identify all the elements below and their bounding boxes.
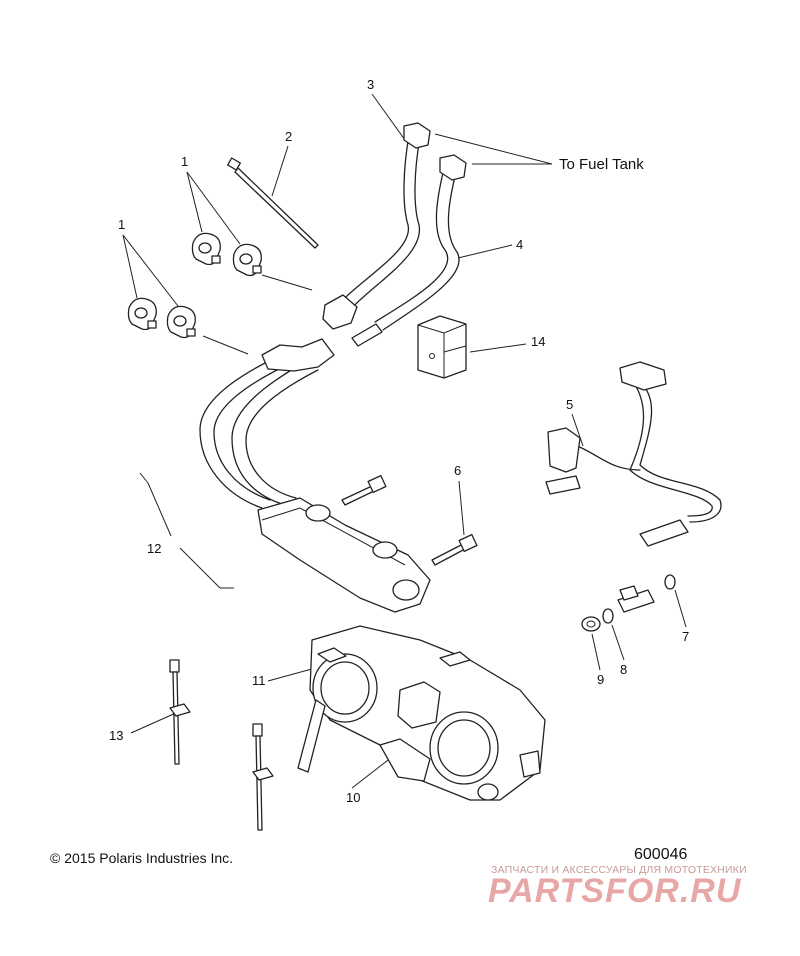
watermark-subtitle: ЗАПЧАСТИ И АКСЕССУАРЫ ДЛЯ МОТОТЕХНИКИ	[491, 864, 747, 876]
callout-14: 14	[531, 334, 545, 349]
fuel-line-3	[322, 122, 431, 330]
callout-8: 8	[620, 662, 627, 677]
callout-2: 2	[285, 129, 292, 144]
tie-wrap-13a	[169, 659, 191, 765]
callout-4: 4	[516, 237, 523, 252]
callout-1-lower: 1	[118, 217, 125, 232]
callout-10: 10	[346, 790, 360, 805]
throttle-lever-11	[297, 647, 347, 773]
injector-7-8	[581, 574, 676, 632]
callout-1-upper: 1	[181, 154, 188, 169]
drawing-number: 600046	[634, 846, 688, 863]
callout-12: 12	[147, 541, 161, 556]
hose-clip-1c	[127, 297, 157, 331]
hose-clip-1a	[191, 232, 221, 266]
fuel-line-4	[351, 154, 467, 347]
leader-lines	[122, 93, 687, 789]
fuel-rail-12	[199, 338, 431, 613]
throttle-body-10	[309, 625, 546, 801]
callout-11: 11	[252, 673, 266, 688]
hose-clip-1b	[232, 243, 262, 277]
watermark-brand: PARTSFOR.RU	[488, 872, 742, 910]
callout-9: 9	[597, 672, 604, 687]
to-fuel-tank-label: To Fuel Tank	[559, 156, 644, 173]
callout-13: 13	[109, 728, 123, 743]
callout-7: 7	[682, 629, 689, 644]
copyright-notice: © 2015 Polaris Industries Inc.	[50, 850, 234, 866]
callout-3: 3	[367, 77, 374, 92]
callout-6: 6	[454, 463, 461, 478]
cable-tie-2	[227, 157, 319, 249]
wiring-harness-5	[545, 361, 722, 547]
foam-block-14	[417, 315, 467, 379]
callout-5: 5	[566, 397, 573, 412]
hose-clip-1d	[166, 305, 196, 339]
bolt-6a	[341, 474, 387, 506]
bolt-6b	[431, 533, 478, 566]
tie-wrap-13b	[252, 723, 274, 831]
